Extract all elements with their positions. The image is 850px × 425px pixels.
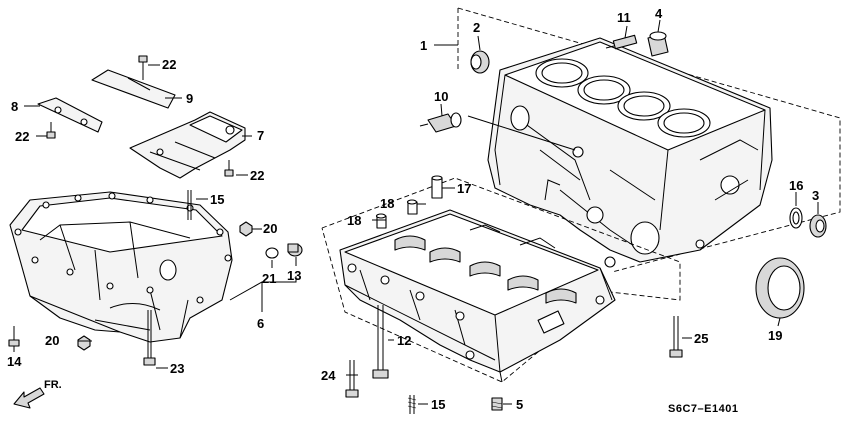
callout-12: 12 <box>397 333 411 348</box>
bolt-5 <box>491 397 503 411</box>
bolt-22a <box>138 55 148 80</box>
o-ring-16 <box>789 207 803 229</box>
bolt-23 <box>143 310 156 366</box>
callout-3: 3 <box>812 188 819 203</box>
cylinder-block <box>457 7 841 273</box>
callout-16: 16 <box>789 178 803 193</box>
front-direction-indicator: FR. <box>13 379 62 409</box>
callout-4: 4 <box>655 6 663 21</box>
dowel-pin-17 <box>431 175 443 199</box>
callout-15b: 15 <box>431 397 445 412</box>
knock-sensor-11 <box>605 34 638 50</box>
callout-5: 5 <box>516 397 523 412</box>
oil-seal-19 <box>755 257 805 319</box>
callout-9: 9 <box>186 91 193 106</box>
front-arrow-icon <box>13 387 45 409</box>
nut-20a <box>239 221 253 237</box>
callout-1: 1 <box>420 38 427 53</box>
bolt-12 <box>372 305 389 379</box>
callout-20a: 20 <box>263 221 277 236</box>
oil-pan <box>9 191 233 343</box>
bolt-22b <box>46 122 56 139</box>
callout-24: 24 <box>321 368 336 383</box>
stiffener-9 <box>91 69 176 109</box>
washer-21 <box>265 247 279 259</box>
leader-lines <box>13 19 819 405</box>
callout-8: 8 <box>11 99 18 114</box>
bolt-25 <box>669 316 683 358</box>
callout-25: 25 <box>694 331 708 346</box>
front-label: FR. <box>44 379 62 391</box>
bolt-24 <box>345 360 359 398</box>
callout-6: 6 <box>257 316 264 331</box>
callout-10: 10 <box>434 89 448 104</box>
stud-15a <box>187 190 192 220</box>
bolt-14 <box>8 326 20 347</box>
callout-7: 7 <box>257 128 264 143</box>
callout-2: 2 <box>473 20 480 35</box>
plug-bolt-3 <box>809 214 827 238</box>
callout-22b: 22 <box>15 129 29 144</box>
callout-21: 21 <box>262 271 276 286</box>
callout-11: 11 <box>617 10 631 25</box>
callout-18a: 18 <box>380 196 394 211</box>
callout-13: 13 <box>287 268 301 283</box>
plug-4 <box>647 31 669 57</box>
baffle-plate-7 <box>129 111 246 179</box>
bolt-22c <box>224 160 234 177</box>
callout-labels: 1 2 3 4 5 6 7 8 9 10 11 12 13 14 15 15 1… <box>7 6 819 412</box>
callout-18b: 18 <box>347 213 361 228</box>
drain-bolt-13 <box>287 243 303 257</box>
stiffener-8 <box>37 97 103 133</box>
diagram-code: S6C7–E1401 <box>668 403 738 415</box>
callout-22c: 22 <box>250 168 264 183</box>
oil-pressure-switch-10 <box>419 112 462 133</box>
callout-19: 19 <box>768 328 782 343</box>
callout-15a: 15 <box>210 192 224 207</box>
lower-block <box>321 177 681 383</box>
plug-2 <box>470 50 490 74</box>
nut-20b <box>77 335 91 351</box>
callout-22a: 22 <box>162 57 176 72</box>
callout-20b: 20 <box>45 333 59 348</box>
callout-23: 23 <box>170 361 184 376</box>
callout-14: 14 <box>7 354 22 369</box>
dowel-pin-18b <box>375 213 387 229</box>
stud-15b <box>407 395 417 414</box>
dowel-pin-18a <box>406 199 418 215</box>
callout-17: 17 <box>457 181 471 196</box>
